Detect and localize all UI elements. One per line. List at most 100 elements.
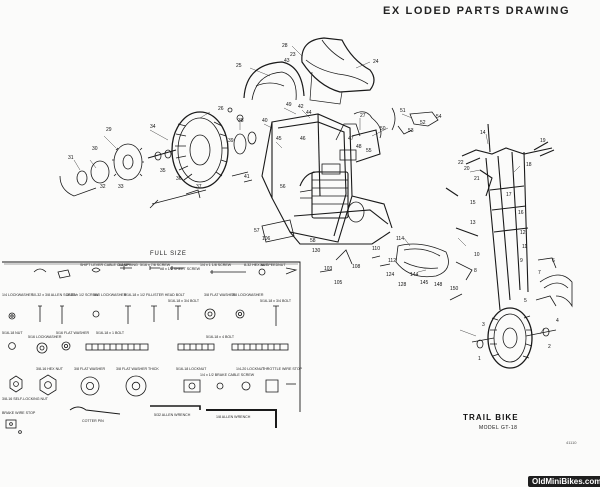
callout-number: 114 [396,236,404,242]
callout-number: 25 [236,63,242,69]
hardware-row-4 [9,374,296,397]
callout-number: 51 [400,108,406,114]
callout-number: 128 [398,282,407,288]
callout-number: 38 [238,118,244,124]
callout-number: 145 [420,280,429,286]
drive-chain-drawing [395,243,473,301]
callout-number: 14 [480,130,486,136]
leader-lines [73,45,545,337]
callout-number: 34 [150,124,156,130]
model-number: MODEL GT-18 [479,425,518,431]
callout-number: 2 [548,344,551,350]
hardware-label: 5/16-18 LOCKNUT [176,367,207,371]
callout-numbers: 28 23 43 24 49 25 26 27 29 30 31 32 33 3… [68,43,559,362]
front-tire-drawing [471,295,557,369]
callout-number: 52 [420,120,426,126]
hardware-label: COTTER PIN [82,419,104,423]
hardware-label: 1/4 x 1/2 BRAKE CABLE SCREW [200,373,255,377]
callout-number: 35 [160,168,166,174]
hardware-label: 3/8-16 SELF-LOCKING NUT [2,397,49,401]
callout-number: 46 [300,136,306,142]
callout-number: 15 [470,200,476,206]
callout-number: 48 [356,144,362,150]
callout-number: 150 [450,286,459,292]
hardware-label: 3/8 FLAT WASHER [74,367,105,371]
callout-number: 7 [538,270,541,276]
hardware-label: 8-32 HEX NUT [244,263,269,267]
hardware-label: 5/16-18 NUT [2,331,23,335]
callout-number: 27 [360,113,366,119]
seat-drawing [301,37,375,105]
site-watermark: OldMiniBikes.com [528,476,600,487]
callout-number: 43 [284,58,290,64]
hardware-label: 5/16 FLAT WASHER [56,331,89,335]
page-title: EX LODED PARTS DRAWING [383,5,571,17]
hardware-row-5 [5,405,277,434]
callout-number: 28 [282,43,288,49]
callout-number: 16 [518,210,524,216]
hardware-label: 5/16-18 x 1/2 FILLISTER HEAD BOLT [124,293,186,297]
engine-drawing [299,111,439,223]
hardware-label: 3/8-16 HEX NUT [36,367,64,371]
callout-number: 11 [522,244,527,250]
callout-number: 23 [290,52,296,58]
hardware-label: 5/16-18 x 3/4 BOLT [260,299,292,303]
front-fork-drawing [445,123,555,311]
callout-number: 56 [280,184,286,190]
hardware-label: 1/4 x 1 1/8 SCREW [200,263,232,267]
frame-drawing [261,113,393,245]
hardware-labels: SHIFT LEVER CABLE CLAMP 3/8 SPRING 5/16 … [2,263,303,423]
callout-number: 31 [68,155,74,161]
rear-tire-drawing [171,111,257,189]
callout-number: 45 [276,136,282,142]
full-size-label: FULL SIZE [150,251,187,257]
callout-number: 12 [520,230,526,236]
document-number: 41110 [566,440,577,445]
hardware-row-2 [8,305,279,326]
hardware-row-1 [33,266,298,279]
callout-number: 26 [218,106,224,112]
callout-number: 47 [348,136,354,142]
hardware-label: 5/16-18 x 4 BOLT [206,335,235,339]
hardware-label: 1/4 LOCKWASHER [2,293,34,297]
callout-number: 8 [474,268,477,274]
callout-number: 148 [434,282,443,288]
callout-number: 9 [520,258,523,264]
hardware-label: 3/8 FLAT WASHER THICK [116,367,159,371]
callout-number: 44 [306,110,312,116]
product-name: TRAIL BIKE [463,413,519,422]
hardware-label: 3/8 SPEEDNUT [260,263,286,267]
callout-number: 30 [92,146,98,152]
callout-number: 53 [408,128,414,134]
callout-number: 10 [474,252,480,258]
callout-number: 1 [478,356,481,362]
callout-number: 33 [118,184,124,190]
hardware-label: 3/8 FLAT WASHER [204,293,235,297]
callout-number: 41 [244,174,250,180]
callout-number: 108 [352,264,361,270]
callout-number: 54 [436,114,442,120]
hardware-label: 3/8 LOCKWASHER [232,293,264,297]
callout-number: 58 [310,238,316,244]
callout-number: 4 [556,318,559,324]
hardware-label: THROTTLE WIRE STOP [262,367,303,371]
hardware-label: 5/16-18 x 1 BOLT [96,331,125,335]
callout-number: 57 [254,228,260,234]
callout-number: 106 [262,236,271,242]
callout-number: 37 [196,184,202,190]
callout-number: 55 [366,148,372,154]
hardware-row-3 [8,341,289,354]
rear-fender-drawing [243,61,305,101]
callout-number: 39 [228,138,234,144]
callout-number: 22 [458,160,464,166]
hardware-label: 5/16 LOCKWASHER [28,335,62,339]
callout-number: 105 [334,280,343,286]
callout-number: 29 [106,127,112,133]
callout-number: 110 [372,246,380,252]
hardware-label: 5/16 x 7/8 SCREW [140,263,171,267]
hardware-label: #8 x 1/2 SHEET SCREW [160,267,201,271]
callout-number: 18 [526,162,532,168]
callout-number: 19 [540,138,546,144]
callout-number: 32 [100,184,106,190]
